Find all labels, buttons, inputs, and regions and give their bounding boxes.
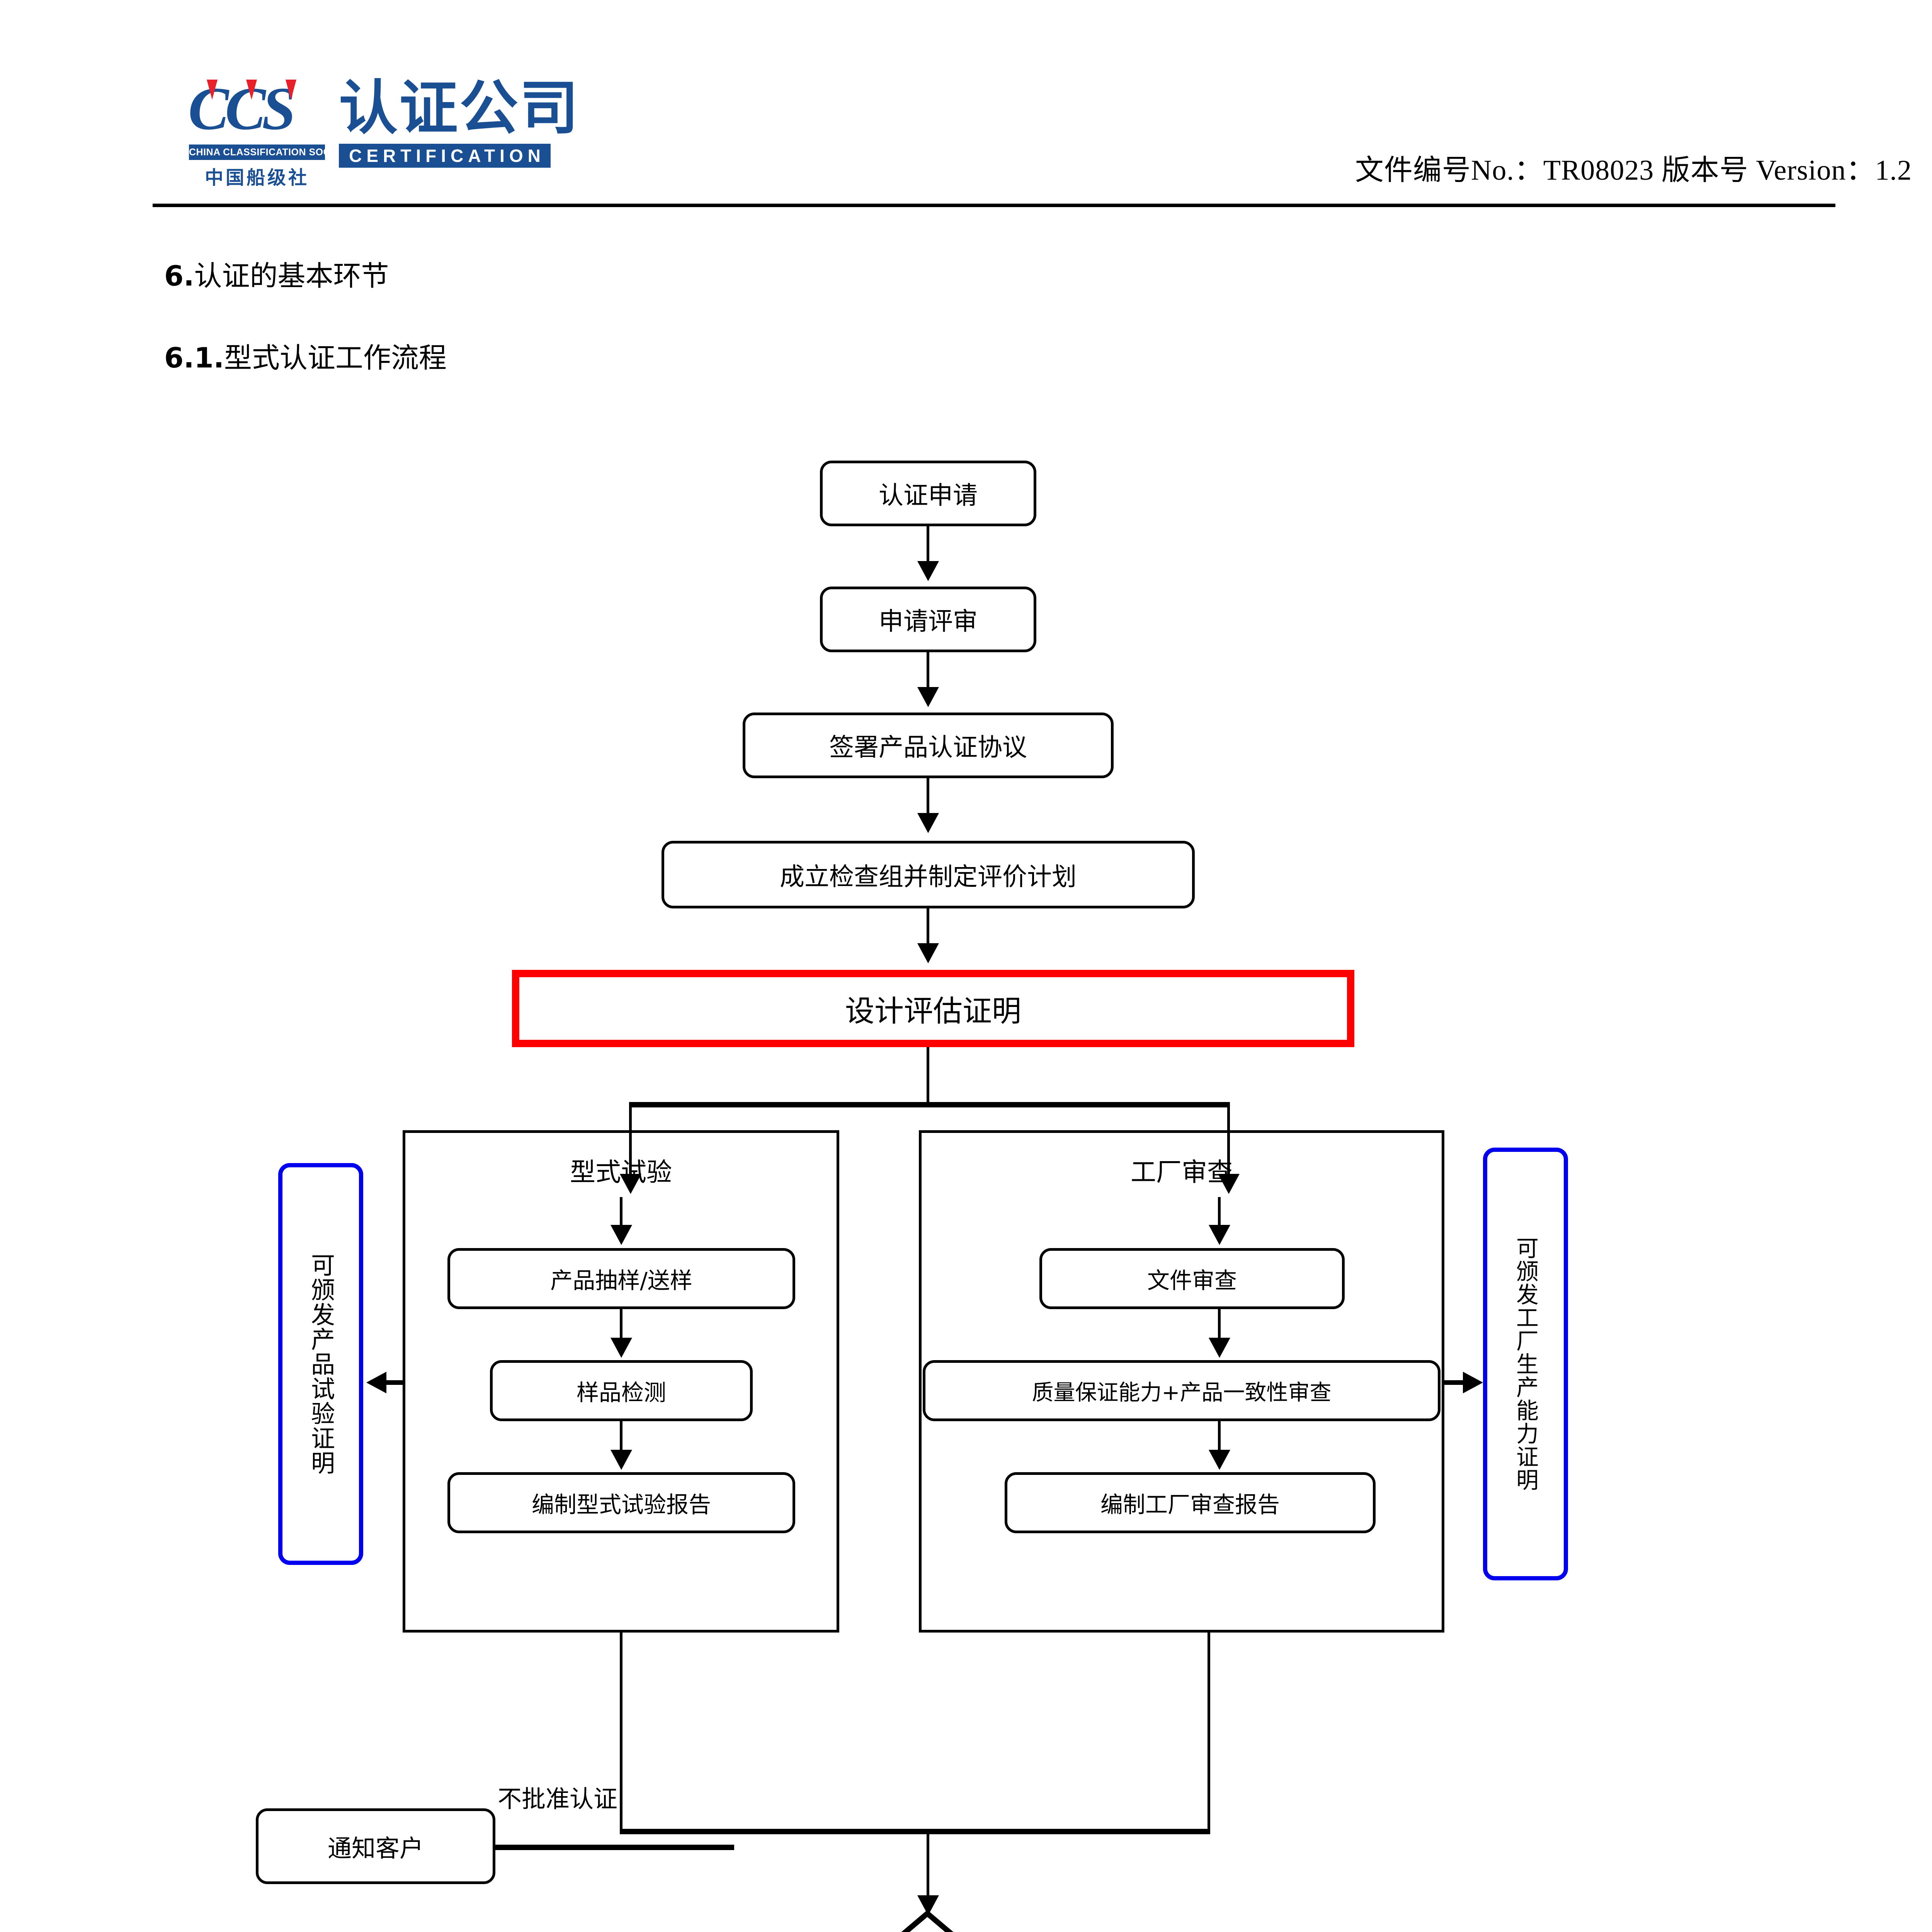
connector-merge-horizontal bbox=[620, 1829, 1210, 1834]
logo-chinese-small: 中国船级社 bbox=[204, 167, 309, 189]
flow-node-label: 编制型式试验报告 bbox=[531, 1492, 711, 1518]
flow-group-label-type-test: 型式试验 bbox=[570, 1157, 672, 1187]
flow-node-quality-assurance-and-consistency-audit[interactable]: 质量保证能力+产品一致性审查 bbox=[923, 1360, 1440, 1421]
connector-n5-split-vertical bbox=[927, 1047, 929, 1105]
arrowhead-n7-n8 bbox=[611, 1450, 632, 1470]
flow-group-factory-audit-container bbox=[919, 1130, 1444, 1633]
flow-node-label: 申请评审 bbox=[879, 607, 978, 636]
connector-n10-n11 bbox=[1218, 1421, 1221, 1457]
flow-node-label-wrap: 复核与认证决 bbox=[730, 1777, 1124, 1932]
flow-node-application-review[interactable]: 申请评审 bbox=[820, 587, 1036, 652]
flow-node-label: 可颁发工厂生产能力证明 bbox=[1512, 1236, 1539, 1492]
arrowhead-g1-v1 bbox=[366, 1372, 386, 1393]
flow-node-form-inspection-team-and-plan[interactable]: 成立检查组并制定评价计划 bbox=[662, 841, 1195, 908]
flow-node-notify-customer[interactable]: 通知客户 bbox=[256, 1808, 495, 1884]
flow-group-label-factory-audit: 工厂审查 bbox=[1131, 1157, 1233, 1187]
connector-split-left-drop bbox=[629, 1102, 632, 1179]
flow-node-document-review[interactable]: 文件审查 bbox=[1039, 1248, 1345, 1309]
logo-red-accent-marks bbox=[204, 80, 324, 103]
flow-node-label: 产品抽样/送样 bbox=[550, 1267, 692, 1294]
connector-merge-to-decision bbox=[927, 1829, 929, 1912]
diamond-shape-icon bbox=[901, 1910, 954, 1932]
arrowhead-g2-v2 bbox=[1463, 1372, 1483, 1393]
flow-node-sign-certification-agreement[interactable]: 签署产品认证协议 bbox=[743, 713, 1114, 778]
flow-node-prepare-factory-audit-report[interactable]: 编制工厂审查报告 bbox=[1005, 1472, 1376, 1533]
flow-node-label: 样品检测 bbox=[576, 1379, 666, 1406]
flow-node-factory-production-capability-certificate-issuable[interactable]: 可颁发工厂生产能力证明 bbox=[1483, 1148, 1568, 1580]
section-heading-6-1: 6.1.型式认证工作流程 bbox=[164, 335, 447, 376]
connector-g1-v1 bbox=[386, 1380, 405, 1385]
flow-node-label: 文件审查 bbox=[1147, 1267, 1237, 1294]
connector-g2-v2 bbox=[1444, 1380, 1463, 1385]
flow-node-label: 设计评估证明 bbox=[845, 994, 1021, 1028]
page-header: CCS CHINA CLASSIFICATION SOCIETY 中国船级社 认… bbox=[0, 0, 1932, 209]
arrowhead-n2-n3 bbox=[917, 687, 939, 707]
flow-node-label: 通知客户 bbox=[327, 1834, 423, 1862]
connector-g2-n9 bbox=[1218, 1197, 1221, 1232]
flow-node-product-test-certificate-issuable[interactable]: 可颁发产品试验证明 bbox=[278, 1163, 363, 1565]
arrowhead-n4-n5 bbox=[917, 943, 939, 963]
connector-n2-n3 bbox=[927, 652, 929, 692]
flow-node-label: 签署产品认证协议 bbox=[829, 733, 1027, 762]
flow-node-certification-application[interactable]: 认证申请 bbox=[820, 461, 1036, 526]
section-61-title: 型式认证工作流程 bbox=[224, 342, 447, 374]
connector-n1-n2 bbox=[927, 526, 929, 566]
flow-node-label: 认证申请 bbox=[879, 481, 978, 510]
connector-g1-n6 bbox=[620, 1197, 622, 1232]
arrowhead-split-left bbox=[620, 1174, 641, 1194]
section-61-number: 6.1. bbox=[164, 342, 224, 374]
arrowhead-g2-n9 bbox=[1209, 1225, 1230, 1245]
flow-node-prepare-type-test-report[interactable]: 编制型式试验报告 bbox=[447, 1472, 795, 1533]
connector-n6-n7 bbox=[620, 1309, 622, 1345]
flow-node-label: 质量保证能力+产品一致性审查 bbox=[1032, 1380, 1332, 1405]
arrowhead-n10-n11 bbox=[1209, 1450, 1230, 1470]
connector-n7-n8 bbox=[620, 1421, 622, 1457]
header-divider bbox=[153, 204, 1835, 207]
connector-merge-left-drop bbox=[620, 1633, 622, 1833]
connector-decision-to-notify bbox=[448, 1845, 734, 1850]
connector-n5-split-horizontal bbox=[629, 1102, 1230, 1107]
edge-label-reject-certification: 不批准认证 bbox=[498, 1785, 618, 1813]
flow-node-label: 编制工厂审查报告 bbox=[1100, 1492, 1280, 1518]
ccs-logo: CCS CHINA CLASSIFICATION SOCIETY 中国船级社 认… bbox=[188, 75, 578, 189]
connector-split-right-drop bbox=[1227, 1102, 1230, 1179]
arrowhead-n1-n2 bbox=[917, 561, 939, 581]
section-6-number: 6. bbox=[164, 260, 194, 292]
logo-certification-band: CERTIFICATION bbox=[339, 144, 551, 168]
connector-n3-n4 bbox=[927, 778, 929, 818]
section-6-title: 认证的基本环节 bbox=[194, 260, 389, 292]
flow-node-label: 可颁发产品试验证明 bbox=[307, 1253, 335, 1475]
connector-merge-right-drop bbox=[1208, 1633, 1210, 1833]
arrowhead-n9-n10 bbox=[1209, 1338, 1230, 1358]
flow-node-design-assessment-certificate[interactable]: 设计评估证明 bbox=[512, 970, 1354, 1047]
flow-node-review-and-certification-decision[interactable]: 复核与认证决 bbox=[730, 1777, 1124, 1932]
arrowhead-split-right bbox=[1218, 1174, 1240, 1194]
logo-acronym-text: CCS bbox=[188, 75, 296, 143]
flow-node-sample-testing[interactable]: 样品检测 bbox=[490, 1360, 753, 1421]
arrowhead-n6-n7 bbox=[611, 1338, 632, 1358]
connector-n4-n5 bbox=[927, 908, 929, 949]
section-heading-6: 6.认证的基本环节 bbox=[164, 253, 389, 294]
document-number-and-version: 文件编号No.：TR08023 版本号 Version：1.2 bbox=[1355, 155, 1912, 186]
connector-n9-n10 bbox=[1218, 1309, 1221, 1345]
flow-node-label: 成立检查组并制定评价计划 bbox=[780, 862, 1077, 891]
flow-node-product-sampling-delivery[interactable]: 产品抽样/送样 bbox=[447, 1248, 795, 1309]
logo-chinese-large: 认证公司 bbox=[339, 74, 580, 142]
arrowhead-n3-n4 bbox=[917, 813, 939, 833]
arrowhead-g1-n6 bbox=[611, 1225, 632, 1245]
